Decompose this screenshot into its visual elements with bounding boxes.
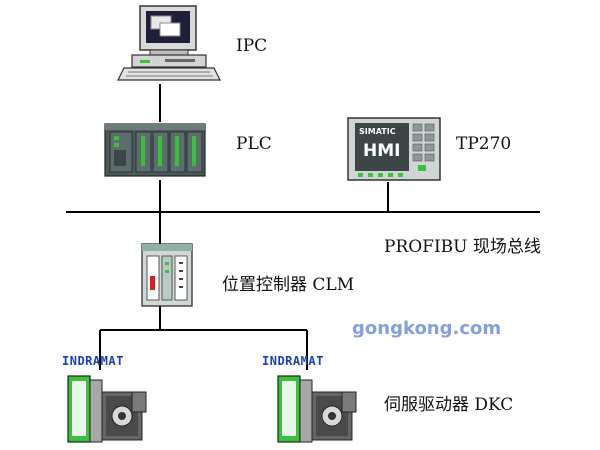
hmi-brand-line2: HMI	[363, 141, 400, 161]
hmi-brand-line1: SIMATIC	[359, 127, 396, 136]
servo-drive-icon: INDRAMAT	[262, 354, 357, 443]
dkc-label: 伺服驱动器 DKC	[384, 395, 514, 415]
ipc-computer-icon	[117, 5, 221, 81]
connection-lines	[66, 84, 540, 370]
tp270-label: TP270	[456, 134, 512, 154]
ipc-label: IPC	[236, 36, 268, 56]
drive-brand-label: INDRAMAT	[262, 354, 324, 368]
plc-rack-icon	[104, 123, 206, 177]
clm-label: 位置控制器 CLM	[222, 275, 355, 295]
profibus-label: PROFIBU 现场总线	[384, 237, 541, 257]
plc-label: PLC	[236, 134, 272, 154]
servo-drive-icon: INDRAMAT	[62, 354, 147, 443]
clm-controller-icon	[141, 243, 193, 307]
hmi-panel-icon: SIMATIC HMI	[347, 117, 441, 181]
drive-brand-label: INDRAMAT	[62, 354, 124, 368]
watermark: gongkong.com	[352, 318, 502, 339]
